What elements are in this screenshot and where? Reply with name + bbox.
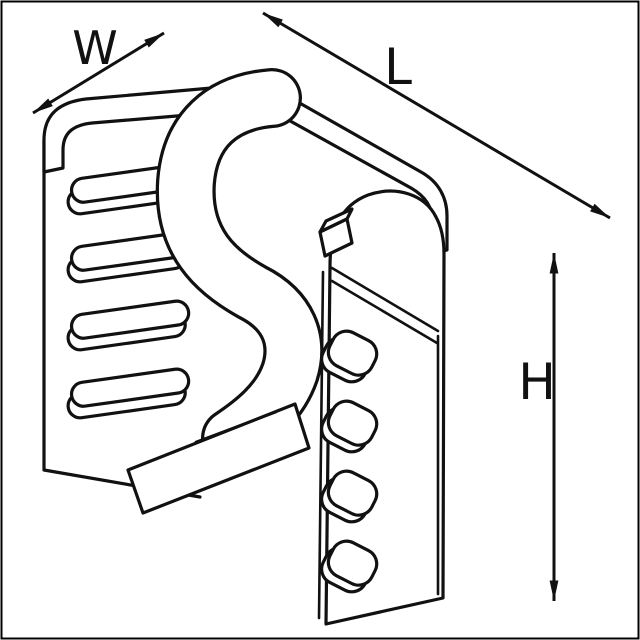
right-panel-bend-line-2 — [330, 279, 439, 345]
dimension-label-h: H — [518, 353, 556, 411]
dimension-line-l — [262, 11, 611, 220]
right-slot — [320, 329, 379, 384]
spring-foot-bend-line — [194, 410, 278, 444]
dimension-line-w — [32, 31, 165, 115]
dimension-label-l: L — [384, 38, 412, 96]
dimension-callouts: W L H — [32, 11, 611, 601]
left-slot — [66, 367, 191, 420]
right-panel-thickness-left — [317, 270, 325, 620]
dimension-label-w: W — [72, 21, 117, 75]
spring-arm-face — [158, 71, 321, 465]
right-panel-slots — [320, 329, 379, 594]
right-slot — [320, 469, 379, 524]
clip-part-drawing — [42, 68, 449, 626]
right-panel-bend-line — [330, 266, 440, 333]
left-slot — [66, 299, 191, 352]
right-slot — [320, 399, 379, 454]
right-slot — [320, 539, 379, 594]
